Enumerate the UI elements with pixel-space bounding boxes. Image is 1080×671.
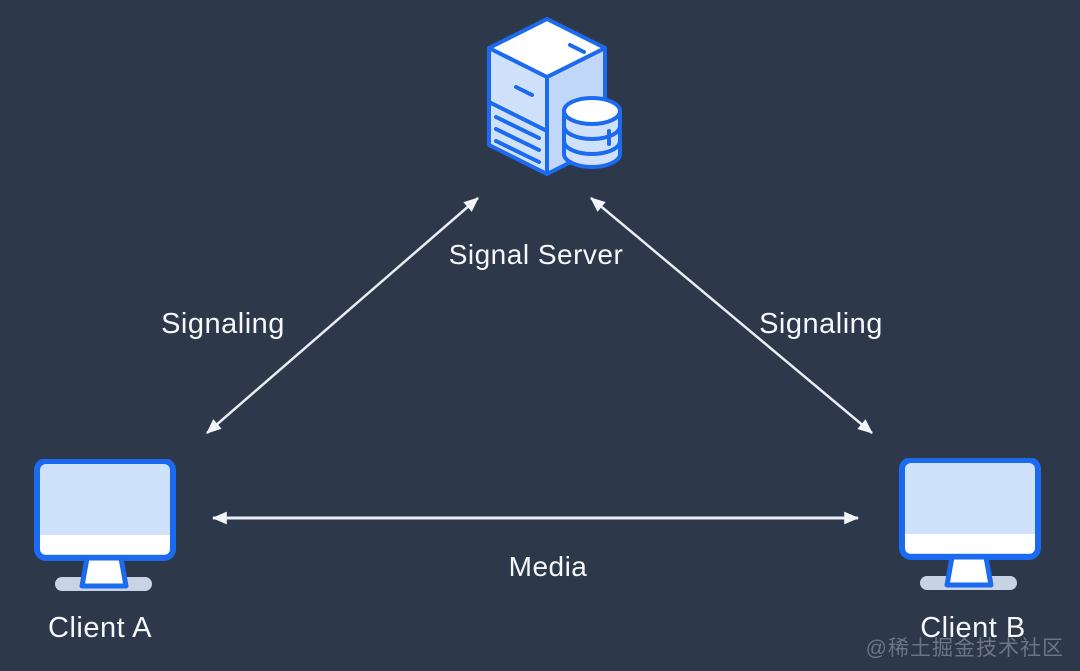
desktop-monitor-icon — [34, 459, 176, 591]
client-a-node — [33, 459, 179, 593]
client-b-label: Client B — [920, 612, 1026, 644]
juejin-watermark: @稀土掘金技术社区 — [865, 637, 1064, 660]
signaling-label-left: Signaling — [161, 308, 285, 340]
signal-server-node — [474, 14, 626, 186]
signaling-arrow-server-client-b — [590, 197, 873, 434]
signal-server-label: Signal Server — [448, 239, 624, 270]
desktop-monitor-icon — [899, 458, 1041, 590]
server-with-database-icon — [487, 17, 622, 176]
media-label: Media — [508, 551, 588, 582]
signaling-label-right: Signaling — [759, 308, 883, 340]
client-b-node — [898, 458, 1044, 592]
signaling-arrow-server-client-a — [206, 197, 479, 434]
client-a-label: Client A — [48, 612, 152, 644]
